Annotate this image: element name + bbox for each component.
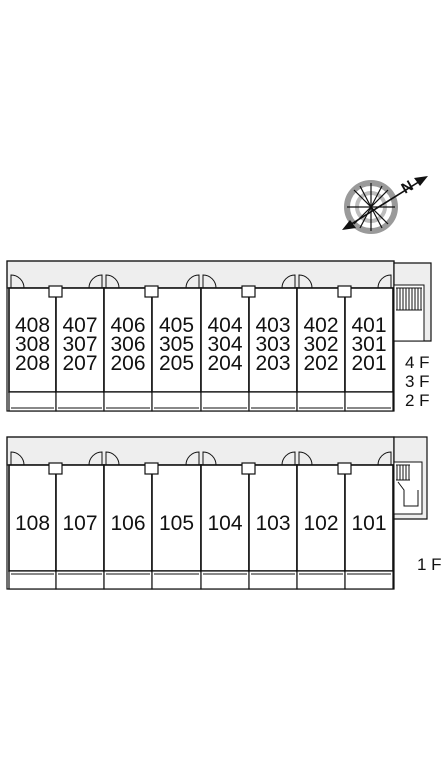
unit-number: 305 xyxy=(159,333,194,356)
unit-number: 204 xyxy=(207,352,242,375)
unit-number: 207 xyxy=(62,352,97,375)
upper-corridor xyxy=(6,260,395,289)
unit-cell: 107 xyxy=(48,451,105,590)
lower-stair-icon xyxy=(396,464,419,507)
unit-cell: 403 303 203 xyxy=(241,274,298,412)
floor-label: 3 F xyxy=(405,372,430,391)
unit-number: 406 xyxy=(110,314,145,337)
floor-label: 2 F xyxy=(405,391,430,410)
unit-cell: 103 xyxy=(241,451,298,590)
unit-number: 306 xyxy=(110,333,145,356)
unit-number: 105 xyxy=(159,512,194,535)
unit-number: 301 xyxy=(351,333,386,356)
unit-number: 302 xyxy=(303,333,338,356)
unit-number: 106 xyxy=(110,512,145,535)
unit-number: 401 xyxy=(351,314,386,337)
floor-label: 1 F xyxy=(417,555,442,574)
unit-number: 404 xyxy=(207,314,242,337)
unit-cell: 105 xyxy=(144,451,202,590)
unit-number: 403 xyxy=(255,314,290,337)
unit-number: 208 xyxy=(15,352,50,375)
floor-label: 4 F xyxy=(405,353,430,372)
unit-cell: 407 307 207 xyxy=(48,274,105,412)
unit-number: 408 xyxy=(15,314,50,337)
unit-number: 308 xyxy=(15,333,50,356)
unit-number: 304 xyxy=(207,333,242,356)
unit-number: 307 xyxy=(62,333,97,356)
unit-cell: 401 301 201 xyxy=(337,274,394,412)
unit-cell: 104 xyxy=(200,451,250,590)
lower-building-block: 108 107 106 xyxy=(6,436,442,590)
unit-cell: 102 xyxy=(296,451,346,590)
unit-number: 206 xyxy=(110,352,145,375)
unit-number: 202 xyxy=(303,352,338,375)
unit-number: 405 xyxy=(159,314,194,337)
unit-number: 101 xyxy=(351,512,386,535)
unit-cell: 108 xyxy=(8,451,57,590)
unit-number: 107 xyxy=(62,512,97,535)
unit-number: 402 xyxy=(303,314,338,337)
compass-icon: N xyxy=(342,176,428,234)
unit-number: 203 xyxy=(255,352,290,375)
unit-cell: 404 304 204 xyxy=(200,274,250,412)
unit-number: 104 xyxy=(207,512,242,535)
lower-corridor xyxy=(6,436,395,466)
unit-number: 201 xyxy=(351,352,386,375)
unit-cell: 406 306 206 xyxy=(103,274,153,412)
unit-cell: 405 305 205 xyxy=(144,274,202,412)
lower-units: 108 107 106 xyxy=(8,451,394,590)
upper-stair-icon xyxy=(396,287,422,311)
unit-cell: 402 302 202 xyxy=(296,274,346,412)
unit-number: 205 xyxy=(159,352,194,375)
upper-units: 408 308 208 407 307 207 406 xyxy=(8,274,394,412)
unit-number: 407 xyxy=(62,314,97,337)
unit-number: 108 xyxy=(15,512,50,535)
unit-number: 303 xyxy=(255,333,290,356)
unit-cell: 101 xyxy=(337,451,394,590)
unit-number: 103 xyxy=(255,512,290,535)
upper-building-block: 408 308 208 407 307 207 406 xyxy=(6,260,432,412)
unit-number: 102 xyxy=(303,512,338,535)
compass-north-label: N xyxy=(399,177,417,197)
